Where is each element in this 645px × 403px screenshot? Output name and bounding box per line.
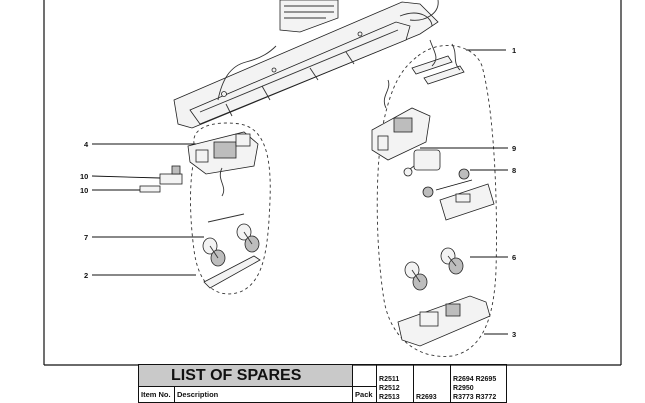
left-side-frame (203, 255, 261, 289)
spares-title: LIST OF SPARES (137, 364, 354, 387)
ballast-weight (279, 0, 339, 33)
flywheels (422, 168, 470, 198)
description-header: Description (173, 386, 354, 403)
spares-table: LIST OF SPARES R2511 R2512 R2513 R2693 R… (137, 364, 508, 403)
pack-codes-col1: R2511 R2512 R2513 (376, 364, 415, 403)
code-r2512: R2512 (379, 385, 400, 392)
coupling-parts (139, 165, 183, 193)
code-r3773-r3772: R3773 R3772 (453, 394, 497, 401)
callout-7: 7 (84, 233, 88, 242)
circuit-board (439, 183, 495, 221)
code-r2511: R2511 (379, 376, 400, 383)
right-wheelsets (404, 247, 464, 291)
motor (403, 149, 441, 177)
code-r2513: R2513 (379, 394, 400, 401)
bogie-chassis (397, 295, 491, 347)
callout-1: 1 (512, 46, 516, 55)
callout-4: 4 (84, 140, 89, 149)
item-no-header: Item No. (138, 386, 175, 403)
callout-3: 3 (512, 330, 516, 339)
callout-9: 9 (512, 144, 516, 153)
left-gear-housing (187, 131, 259, 197)
pack-header: Pack (352, 386, 378, 403)
pack-code-col2: R2693 (413, 364, 452, 403)
left-bogie-group-outline (190, 122, 271, 295)
callout-2: 2 (84, 271, 88, 280)
leader-10a (91, 175, 161, 179)
callout-8: 8 (512, 166, 516, 175)
pack-spacer (352, 364, 378, 387)
callout-6: 6 (512, 253, 516, 262)
code-r2694-r2695: R2694 R2695 (453, 376, 497, 383)
right-top-bracket (411, 39, 465, 85)
right-motor-housing (371, 79, 431, 161)
callout-10-upper: 10 (80, 172, 88, 181)
pack-codes-col3: R2694 R2695 R2950 R3773 R3772 (450, 364, 508, 403)
leader-8b (435, 179, 473, 191)
code-r2950: R2950 (453, 385, 474, 392)
left-wheelsets (202, 213, 260, 267)
callout-10-lower: 10 (80, 186, 88, 195)
chassis-frame (173, 0, 439, 129)
